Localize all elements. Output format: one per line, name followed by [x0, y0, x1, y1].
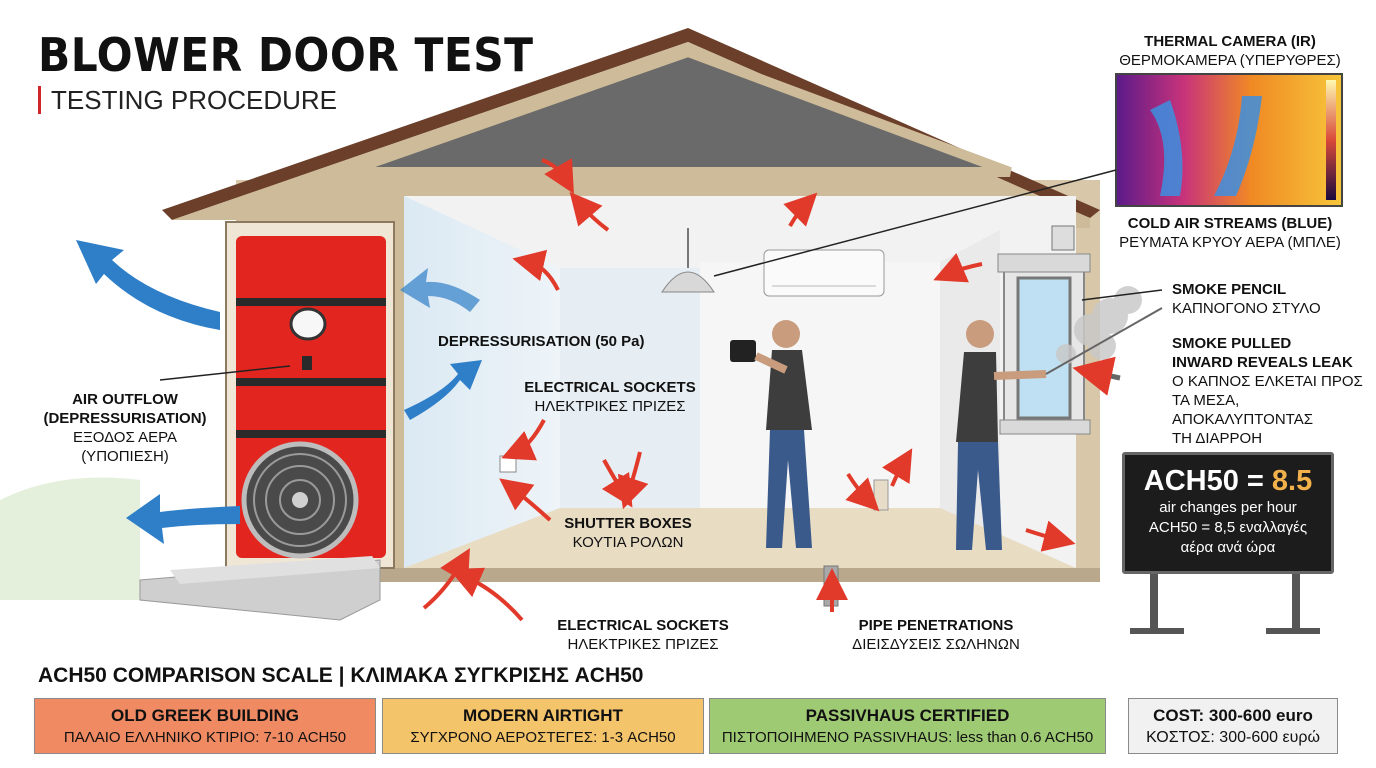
- air-outflow-en-2: (DEPRESSURISATION): [43, 410, 207, 427]
- leader-lines: [159, 289, 1163, 381]
- cost-gr: ΚΟΣΤΟΣ: 300-600 ευρώ: [1146, 729, 1320, 746]
- shutter-gr: ΚΟΥΤΙΑ ΡΟΛΩΝ: [572, 534, 684, 551]
- smoke-pencil-en: SMOKE PENCIL: [1172, 281, 1287, 298]
- ach50-value-line: ACH50 = 8.5: [1125, 465, 1331, 498]
- scale-modern-title: MODERN AIRTIGHT: [463, 706, 623, 725]
- scale-passivhaus-text: ΠΙΣΤΟΠΟΙΗΜΕΝΟ PASSIVHAUS: less than 0.6 …: [721, 729, 1094, 746]
- scale-title: ACH50 COMPARISON SCALE | ΚΛΙΜΑΚΑ ΣΥΓΚΡΙΣ…: [38, 664, 643, 688]
- scale-passivhaus-title: PASSIVHAUS CERTIFIED: [805, 706, 1010, 725]
- shutter-boxes-label: SHUTTER BOXES ΚΟΥΤΙΑ ΡΟΛΩΝ: [548, 514, 708, 552]
- socket: [499, 455, 517, 473]
- depressurisation-label: DEPRESSURISATION (50 Pa): [438, 333, 645, 350]
- scale-modern-text: ΣΥΓΧΡΟΝΟ ΑΕΡΟΣΤΕΓΕΣ: 1-3 ACH50: [410, 729, 676, 746]
- scale-box-old: OLD GREEK BUILDING ΠΑΛΑΙΟ ΕΛΛΗΝΙΚΟ ΚΤΙΡΙ…: [34, 698, 376, 754]
- smoke-pulled-gr-1: Ο ΚΑΠΝΟΣ ΕΛΚΕΤΑΙ ΠΡΟΣ: [1172, 373, 1363, 390]
- thermal-label-en: THERMAL CAMERA (IR): [1144, 33, 1316, 50]
- leak-arrows: [422, 158, 1076, 622]
- ach50-value: 8.5: [1271, 465, 1313, 497]
- smoke-pulled-gr-3: ΤΗ ΔΙΑΡΡΟΗ: [1172, 430, 1263, 447]
- thermal-camera-label: THERMAL CAMERA (IR) ΘΕΡΜΟΚΑΜΕΡΑ (ΥΠΕΡΥΘΡ…: [1110, 32, 1350, 70]
- smoke-pulled-en-1: SMOKE PULLED: [1172, 335, 1292, 352]
- smoke-pulled-gr-2: ΤΑ ΜΕΣΑ, ΑΠΟΚΑΛΥΠΤΟΝΤΑΣ: [1172, 392, 1313, 428]
- pipe-gr: ΔΙΕΙΣΔΥΣΕΙΣ ΣΩΛΗΝΩΝ: [852, 636, 1020, 653]
- shutter-en: SHUTTER BOXES: [564, 515, 692, 532]
- attic: [344, 46, 1012, 177]
- house-illustration: [0, 28, 1343, 634]
- window: [1016, 276, 1072, 420]
- scale-old-text: ΠΑΛΑΙΟ ΕΛΛΗΝΙΚΟ ΚΤΙΡΙΟ: 7-10 ACH50: [63, 729, 347, 746]
- scale-old-title: OLD GREEK BUILDING: [111, 706, 299, 725]
- ach50-result-board: ACH50 = 8.5 air changes per hour ACH50 =…: [1122, 452, 1334, 574]
- air-outflow-label: AIR OUTFLOW (DEPRESSURISATION) ΕΞΟΔΟΣ ΑΕ…: [40, 390, 210, 466]
- technician-camera: [730, 320, 812, 548]
- pipe-penetrations-label: PIPE PENETRATIONS ΔΙΕΙΣΔΥΣΕΙΣ ΣΩΛΗΝΩΝ: [836, 616, 1036, 654]
- sockets2-gr: ΗΛΕΚΤΡΙΚΕΣ ΠΡΙΖΕΣ: [567, 636, 719, 653]
- cold-label-en: COLD AIR STREAMS (BLUE): [1127, 215, 1333, 232]
- scale-title-text: ACH50 COMPARISON SCALE | ΚΛΙΜΑΚΑ ΣΥΓΚΡΙΣ…: [38, 664, 644, 687]
- sockets2-en: ELECTRICAL SOCKETS: [557, 617, 729, 634]
- scale-box-passivhaus: PASSIVHAUS CERTIFIED ΠΙΣΤΟΠΟΙΗΜΕΝΟ PASSI…: [709, 698, 1106, 754]
- technician-smoke: [956, 320, 1047, 550]
- thermal-label-gr: ΘΕΡΜΟΚΑΜΕΡΑ (ΥΠΕΡΥΘΡΕΣ): [1119, 52, 1341, 69]
- page-title: BLOWER DOOR TEST: [38, 28, 534, 82]
- page-subtitle: TESTING PROCEDURE: [38, 86, 337, 114]
- cost-en: COST: 300-600 euro: [1153, 706, 1313, 725]
- smoke-pulled-label: SMOKE PULLED INWARD REVEALS LEAK Ο ΚΑΠΝΟ…: [1172, 334, 1372, 448]
- cold-air-label: COLD AIR STREAMS (BLUE) ΡΕΥΜΑΤΑ ΚΡΥΟΥ ΑΕ…: [1110, 214, 1350, 252]
- air-conditioner: [763, 249, 885, 297]
- ach50-gr-1: ACH50 = 8,5 εναλλαγές: [1148, 519, 1308, 536]
- ceiling-lamp: [661, 271, 715, 293]
- ach50-unit-en: air changes per hour: [1159, 499, 1297, 516]
- floor: [404, 508, 1076, 568]
- grass: [0, 477, 140, 600]
- air-outflow-gr-2: (ΥΠΟΠΙΕΣΗ): [81, 448, 169, 465]
- scale-box-modern: MODERN AIRTIGHT ΣΥΓΧΡΟΝΟ ΑΕΡΟΣΤΕΓΕΣ: 1-3…: [382, 698, 704, 754]
- pipe-en: PIPE PENETRATIONS: [858, 617, 1014, 634]
- air-outflow-gr-1: ΕΞΟΔΟΣ ΑΕΡΑ: [73, 429, 177, 446]
- door-viewport: [289, 307, 327, 341]
- smoke-pencil-gr: ΚΑΠΝΟΓΟΝΟ ΣΤΥΛΟ: [1172, 300, 1321, 317]
- sockets-label: ELECTRICAL SOCKETS ΗΛΕΚΤΡΙΚΕΣ ΠΡΙΖΕΣ: [520, 378, 700, 416]
- smoke-pulled-en-2: INWARD REVEALS LEAK: [1172, 354, 1353, 371]
- air-outflow-en-1: AIR OUTFLOW: [72, 391, 178, 408]
- sockets-gr: ΗΛΕΚΤΡΙΚΕΣ ΠΡΙΖΕΣ: [534, 398, 686, 415]
- cold-label-gr: ΡΕΥΜΑΤΑ ΚΡΥΟΥ ΑΕΡΑ (ΜΠΛΕ): [1119, 234, 1341, 251]
- sockets-en: ELECTRICAL SOCKETS: [524, 379, 696, 396]
- ach50-label: ACH50 =: [1143, 465, 1272, 497]
- cost-box: COST: 300-600 euro ΚΟΣΤΟΣ: 300-600 ευρώ: [1128, 698, 1338, 754]
- sockets-bottom-label: ELECTRICAL SOCKETS ΗΛΕΚΤΡΙΚΕΣ ΠΡΙΖΕΣ: [548, 616, 738, 654]
- ach50-gr-2: αέρα ανά ώρα: [1180, 539, 1276, 556]
- smoke-pencil-label: SMOKE PENCIL ΚΑΠΝΟΓΟΝΟ ΣΤΥΛΟ: [1172, 280, 1372, 318]
- airflow-arrows: [76, 240, 482, 544]
